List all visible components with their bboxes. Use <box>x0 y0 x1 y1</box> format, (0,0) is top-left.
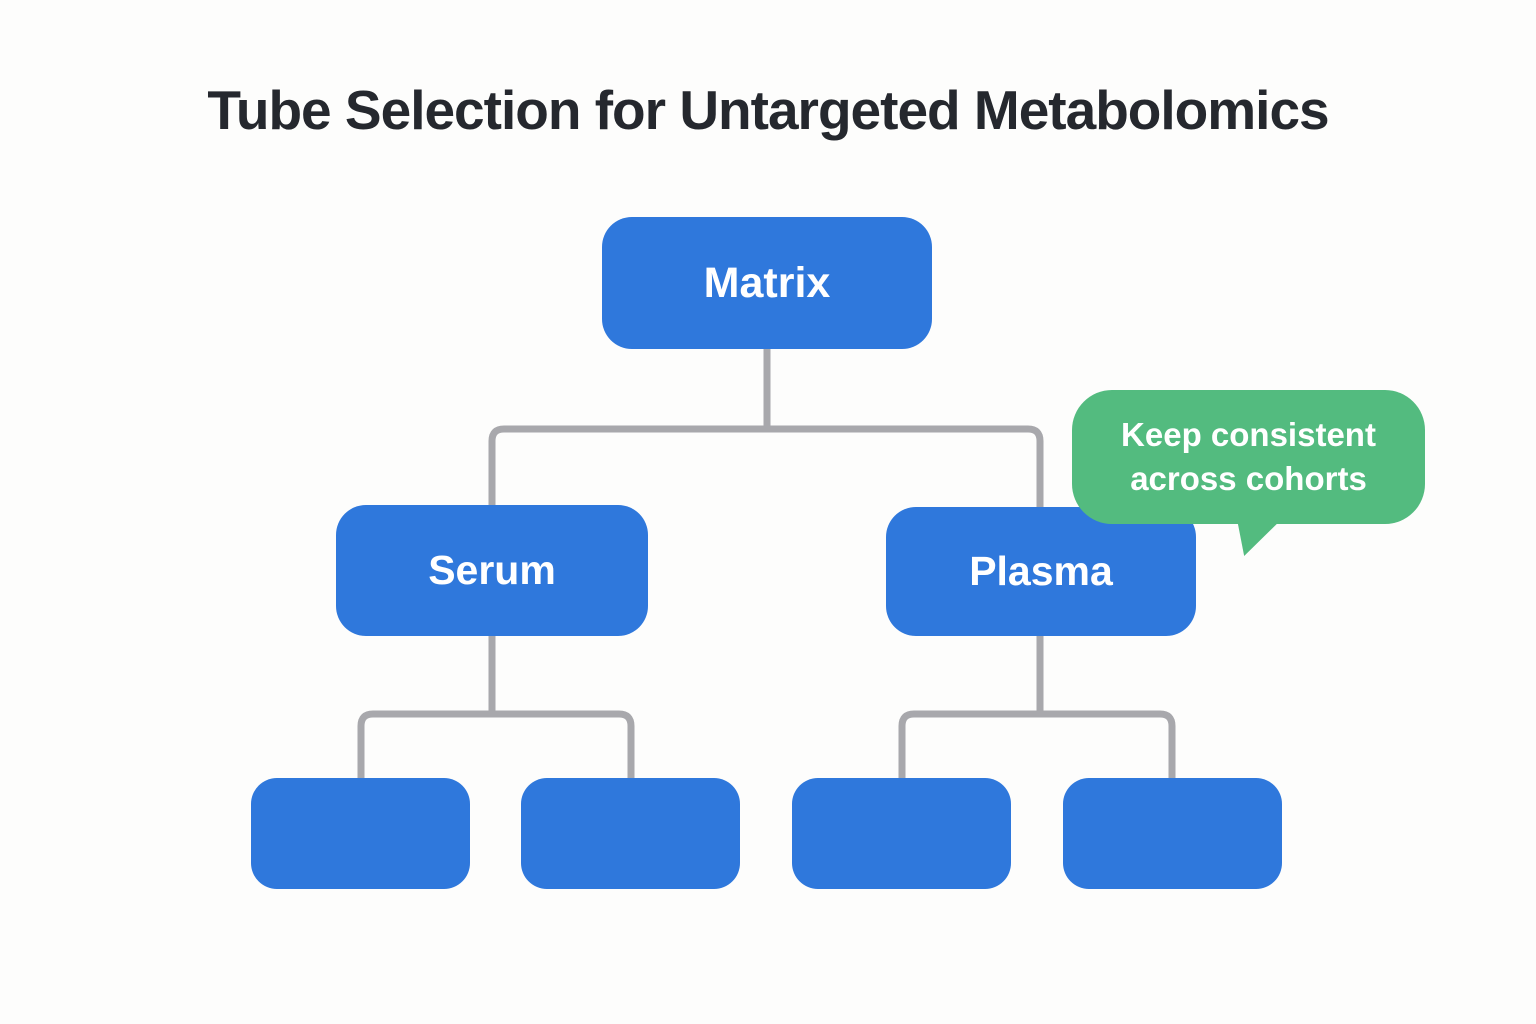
node-serum-option-1 <box>251 778 470 889</box>
callout-text-line2: across cohorts <box>1130 460 1367 497</box>
node-serum: Serum <box>336 505 648 636</box>
node-plasma-option-1 <box>792 778 1011 889</box>
node-serum-option-2 <box>521 778 740 889</box>
node-matrix: Matrix <box>602 217 932 349</box>
callout-bubble: Keep consistent across cohorts <box>1072 390 1425 524</box>
connector-matrix-branch <box>488 425 1044 510</box>
page-title: Tube Selection for Untargeted Metabolomi… <box>207 79 1329 141</box>
connector-plasma-branch <box>898 710 1176 781</box>
node-plasma: Plasma <box>886 507 1196 636</box>
connector-serum-branch <box>357 710 635 781</box>
node-plasma-option-2 <box>1063 778 1282 889</box>
callout-text-line1: Keep consistent <box>1121 416 1376 453</box>
